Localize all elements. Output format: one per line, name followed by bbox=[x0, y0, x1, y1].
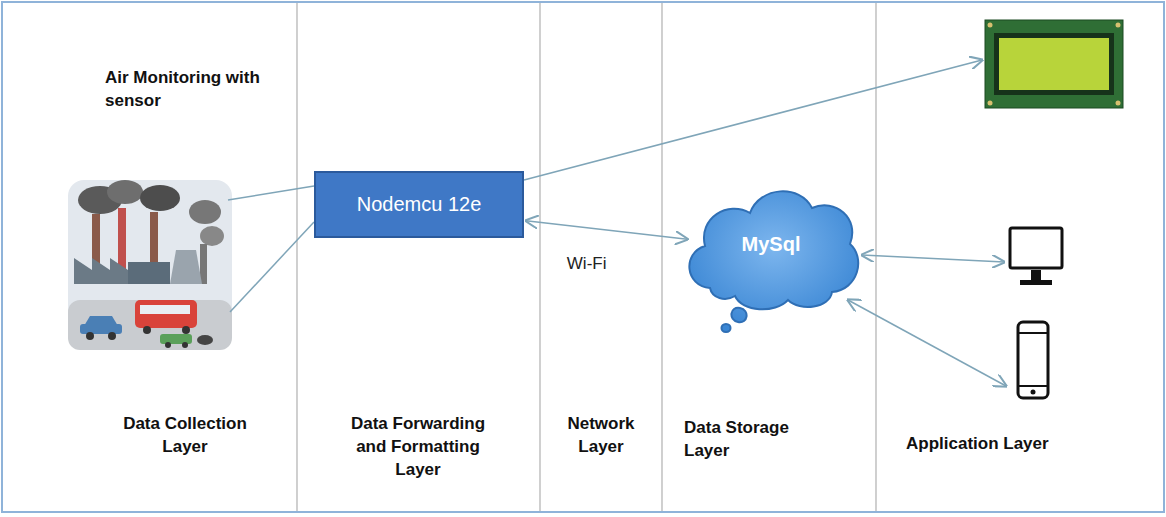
lcd-display bbox=[985, 20, 1123, 108]
layer-name: Data Collection Layer bbox=[100, 412, 270, 458]
wifi-link bbox=[526, 221, 687, 240]
monitor-icon bbox=[1010, 228, 1062, 285]
box-label: Nodemcu 12e bbox=[357, 193, 482, 216]
layer-name: Network Layer bbox=[558, 412, 644, 458]
cloud-shape bbox=[680, 178, 862, 338]
phone-icon bbox=[1018, 322, 1048, 398]
section-title: Air Monitoring with sensor bbox=[105, 66, 295, 112]
database-cloud: MySql bbox=[680, 178, 862, 338]
leader-lines bbox=[228, 60, 1006, 386]
layer-name: Data Storage Layer bbox=[684, 416, 824, 462]
layer-dividers bbox=[297, 3, 876, 511]
layer-name: Data Forwarding and Formatting Layer bbox=[343, 412, 493, 481]
layer-name: Application Layer bbox=[906, 432, 1126, 455]
cloud-label: MySql bbox=[742, 233, 801, 256]
link-label: Wi-Fi bbox=[565, 254, 609, 274]
controller-box: Nodemcu 12e bbox=[314, 171, 524, 238]
pollution-illustration bbox=[68, 180, 232, 350]
